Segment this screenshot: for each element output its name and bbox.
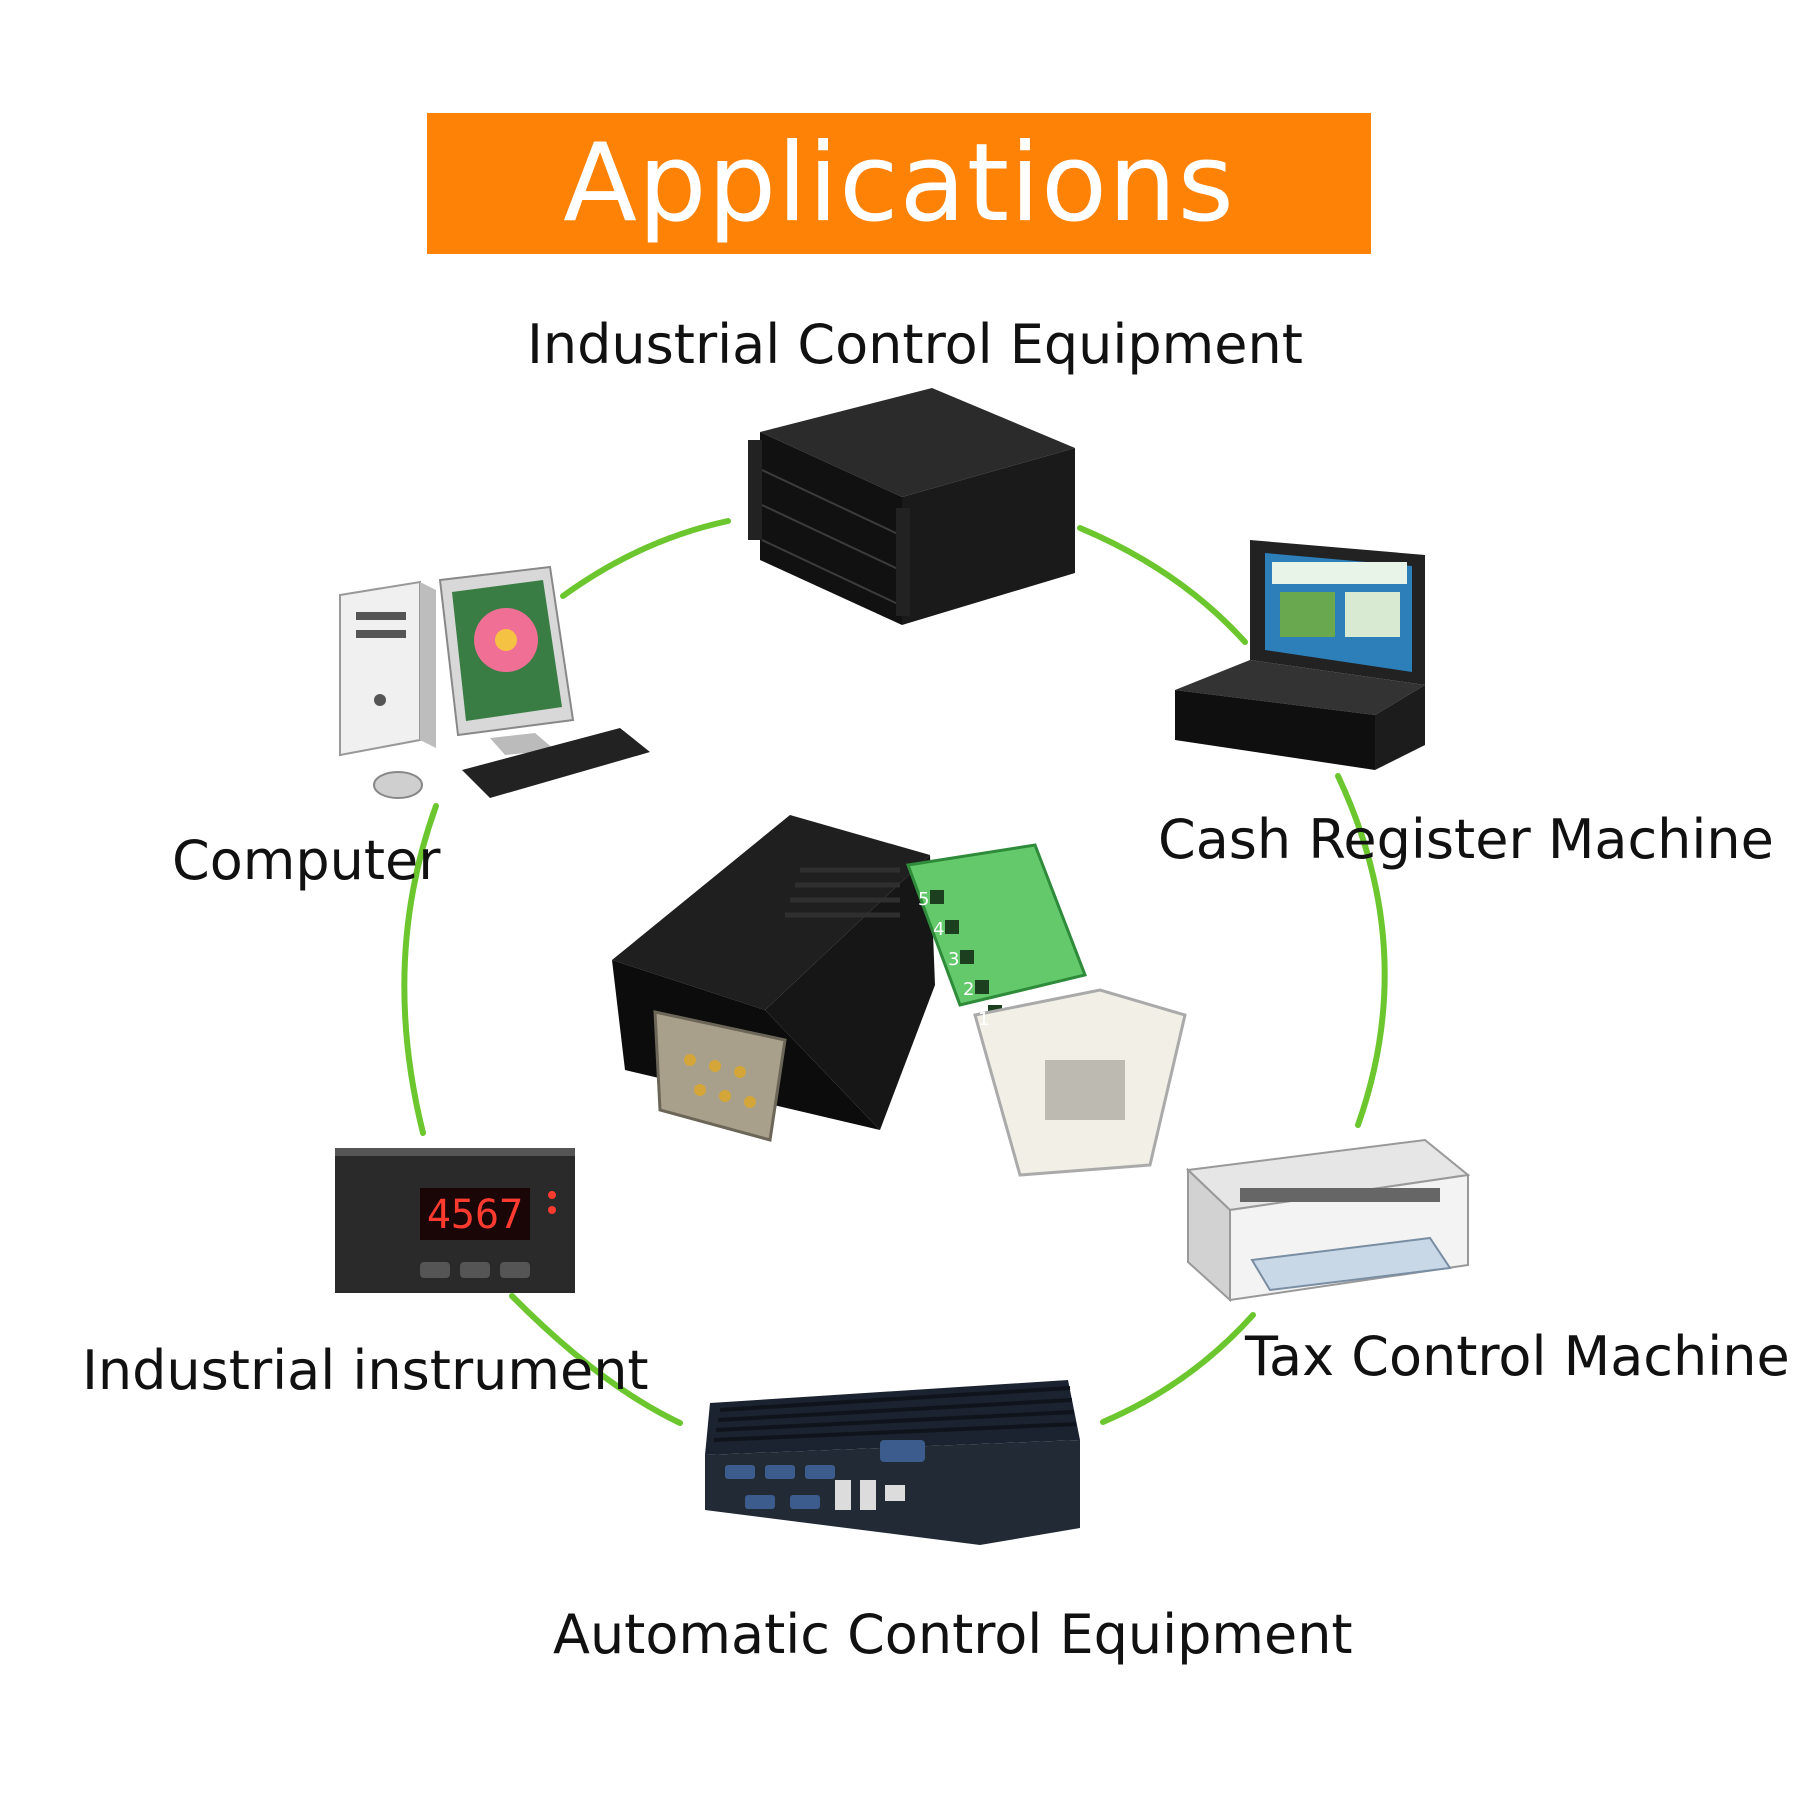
ring-arc-3 <box>1335 773 1388 1128</box>
label-automatic-control-equipment: Automatic Control Equipment <box>553 1603 1353 1666</box>
meter-readout: 4567 <box>427 1192 523 1238</box>
ring-arc-6 <box>401 803 439 1136</box>
desktop-computer-icon <box>339 565 650 799</box>
connection-ring <box>401 518 1388 1426</box>
terminal-number: 2 <box>963 979 974 1000</box>
terminal-number: 4 <box>933 919 944 940</box>
db9-terminal-adapter-icon <box>612 815 1187 1177</box>
ring-arc-5 <box>509 1293 683 1426</box>
ring-arc-1 <box>560 518 731 599</box>
rugged-laptop-icon <box>1175 540 1425 770</box>
label-industrial-instrument: Industrial instrument <box>82 1339 649 1402</box>
terminal-number: 3 <box>948 949 959 970</box>
panel-meter-icon: 4567 <box>335 1148 575 1293</box>
label-computer: Computer <box>172 829 441 892</box>
terminal-number: 5 <box>918 889 929 910</box>
page-title: Applications <box>563 120 1235 246</box>
label-tax-control-machine: Tax Control Machine <box>1245 1325 1790 1388</box>
label-industrial-control-equipment: Industrial Control Equipment <box>527 313 1303 376</box>
rack-server-icon <box>748 388 1075 625</box>
title-banner: Applications <box>427 113 1371 254</box>
ring-arc-2 <box>1077 525 1248 645</box>
terminal-number: 1 <box>978 1009 989 1030</box>
ring-arc-4 <box>1100 1312 1256 1425</box>
dot-matrix-printer-icon <box>1185 1138 1471 1303</box>
fanless-industrial-pc-icon <box>705 1380 1080 1545</box>
label-cash-register-machine: Cash Register Machine <box>1158 808 1774 871</box>
